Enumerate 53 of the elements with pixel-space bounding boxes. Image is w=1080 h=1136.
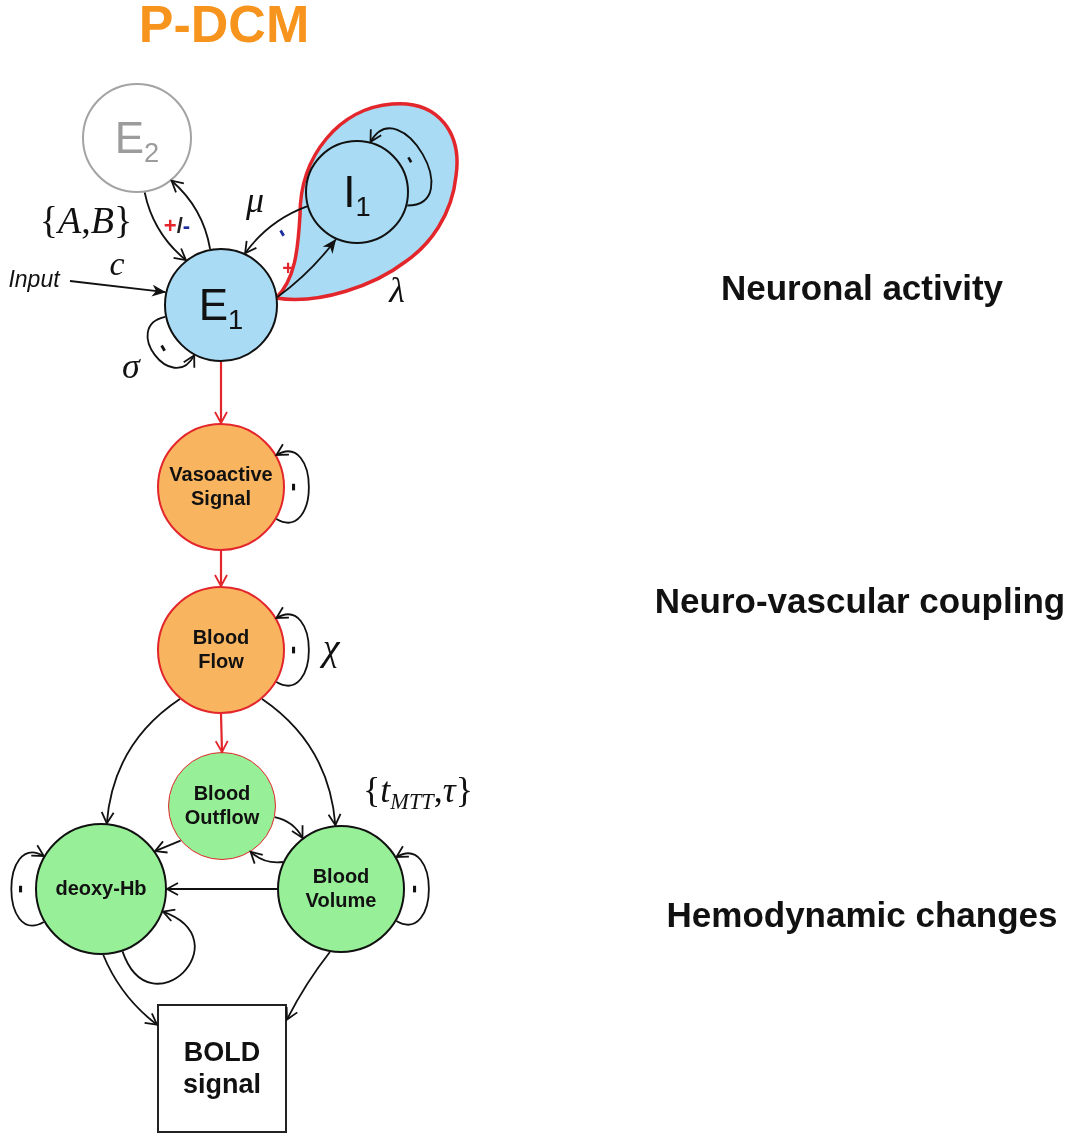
arrow <box>214 362 228 424</box>
arrow <box>170 179 211 250</box>
parameter-label: χ <box>322 628 340 666</box>
arrow <box>273 816 304 839</box>
sign-label: - <box>406 884 428 894</box>
stage-label: Neuro-vascular coupling <box>654 582 1066 618</box>
arrow <box>69 280 167 297</box>
arrow <box>261 698 342 827</box>
box-node <box>157 1004 287 1133</box>
sign-label: - <box>12 884 34 894</box>
parameter-label: {A,B} <box>39 201 133 239</box>
arrow <box>214 713 229 753</box>
arrow <box>154 839 182 854</box>
node-label: BOLD signal <box>182 1036 262 1101</box>
node-label: Blood Outflow <box>183 782 261 830</box>
arrow <box>101 698 181 825</box>
arrow <box>166 882 278 896</box>
arrow <box>214 551 228 587</box>
stage-label: Hemodynamic changes <box>666 896 1058 932</box>
arrow <box>244 205 308 255</box>
title: P-DCM <box>138 0 310 50</box>
arrow <box>285 951 331 1021</box>
sign-label: - <box>154 338 176 356</box>
node-label: Blood Flow <box>191 626 251 674</box>
loop-arrow <box>121 910 196 985</box>
edge-label: c <box>109 247 125 281</box>
sign-label: - <box>273 223 295 241</box>
sign-label: - <box>401 151 421 167</box>
node-label: Vasoactive Signal <box>168 463 274 511</box>
node-label: Blood Volume <box>304 865 378 913</box>
loop-arrow <box>395 846 430 926</box>
input-label: Input <box>8 266 60 294</box>
parameter-label: σ <box>122 348 140 384</box>
loop-arrow <box>275 444 310 524</box>
node-label: deoxy-Hb <box>55 877 147 901</box>
sign-label: - <box>285 482 307 492</box>
loop-arrow <box>146 316 196 369</box>
sign-label: +/- <box>163 217 191 235</box>
loop-arrow <box>10 845 45 927</box>
parameter-label: μ <box>245 182 265 218</box>
node-label: E$_{2}$ <box>114 112 160 164</box>
arrow <box>102 954 158 1026</box>
sign-label: - <box>285 645 307 655</box>
node-label: I$_{1}$ <box>343 166 371 218</box>
arrow <box>249 850 284 865</box>
parameter-label: λ <box>389 272 405 308</box>
node-label: E$_{1}$ <box>198 279 244 331</box>
loop-arrow <box>369 127 432 207</box>
arrow <box>143 191 187 261</box>
loop-arrow <box>275 607 310 687</box>
arrow <box>276 238 337 298</box>
parameter-label: {t$_{MTT}$,τ} <box>363 772 473 808</box>
stage-label: Neuronal activity <box>721 269 1003 305</box>
